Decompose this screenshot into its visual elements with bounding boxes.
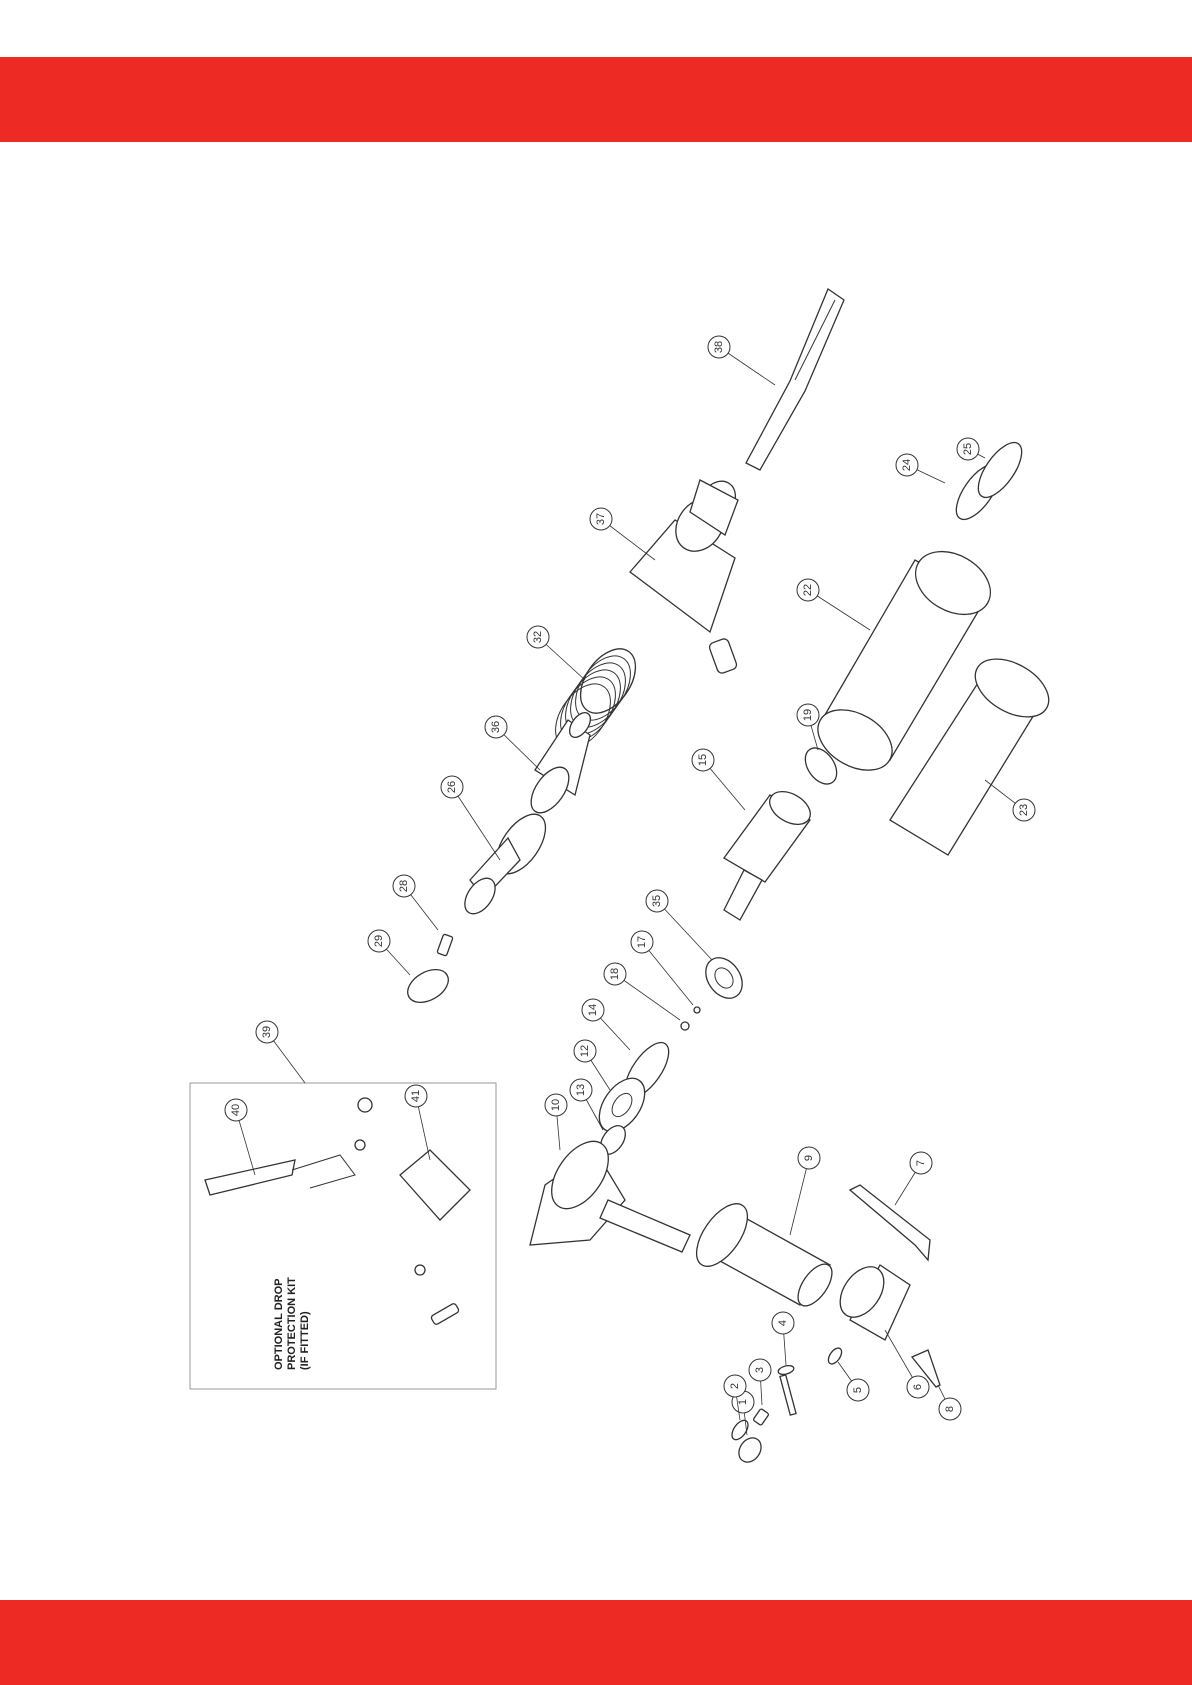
callout-19: 19 bbox=[797, 704, 819, 750]
callout-8: 8 bbox=[938, 1385, 961, 1420]
callout-29: 29 bbox=[368, 930, 410, 975]
callout-number: 25 bbox=[962, 443, 974, 455]
callout-number: 10 bbox=[550, 1099, 562, 1111]
drop-kit-box bbox=[190, 1083, 496, 1389]
callout-number: 14 bbox=[587, 1004, 599, 1016]
callout-number: 17 bbox=[636, 936, 648, 948]
callout-22: 22 bbox=[797, 579, 870, 630]
callout-number: 15 bbox=[697, 754, 709, 766]
part-3-spring bbox=[753, 1408, 769, 1425]
callout-number: 18 bbox=[609, 968, 621, 980]
drop-kit-label-line1: OPTIONAL DROP bbox=[273, 1279, 285, 1370]
callout-number: 5 bbox=[852, 1387, 864, 1393]
part-37-front-head bbox=[630, 474, 743, 674]
part-38-chisel bbox=[746, 289, 844, 470]
callout-number: 26 bbox=[446, 781, 458, 793]
part-29-ring bbox=[402, 963, 454, 1009]
callout-number: 7 bbox=[915, 1160, 927, 1166]
callout-number: 12 bbox=[579, 1045, 591, 1057]
part-17-ball bbox=[694, 1007, 700, 1013]
drop-kit-label-line2: PROTECTION KIT bbox=[286, 1277, 298, 1370]
part-7-latch bbox=[850, 1185, 930, 1260]
callout-number: 2 bbox=[729, 1383, 741, 1389]
callout-number: 22 bbox=[802, 584, 814, 596]
part-4-bolt bbox=[777, 1364, 796, 1415]
callout-number: 37 bbox=[595, 513, 607, 525]
callout-36: 36 bbox=[485, 716, 540, 770]
callout-37: 37 bbox=[590, 508, 655, 560]
part-40-lanyard bbox=[205, 1155, 355, 1195]
callout-40: 40 bbox=[225, 1099, 255, 1175]
callout-number: 4 bbox=[777, 1320, 789, 1326]
callout-leader bbox=[452, 787, 500, 860]
callout-leader bbox=[615, 974, 680, 1020]
callout-number: 6 bbox=[912, 1384, 924, 1390]
part-35-bush bbox=[698, 951, 749, 1005]
callout-41: 41 bbox=[405, 1085, 430, 1160]
part-6-valve-block bbox=[831, 1259, 910, 1340]
drop-kit-label-line3: (IF FITTED) bbox=[299, 1311, 311, 1370]
callout-number: 1 bbox=[737, 1399, 749, 1405]
drop-kit-label: OPTIONAL DROP PROTECTION KIT (IF FITTED) bbox=[273, 1277, 311, 1370]
callout-15: 15 bbox=[692, 749, 745, 810]
callout-number: 19 bbox=[802, 709, 814, 721]
part-9-handle bbox=[687, 1195, 839, 1311]
callout-number: 3 bbox=[754, 1367, 766, 1373]
callout-number: 29 bbox=[373, 935, 385, 947]
callout-17: 17 bbox=[631, 931, 693, 1005]
callout-28: 28 bbox=[393, 875, 438, 930]
callout-number: 24 bbox=[901, 459, 913, 471]
callout-35: 35 bbox=[646, 890, 712, 960]
callouts-layer: 1234567891012131415171819222324252628293… bbox=[225, 336, 1035, 1435]
callout-leader bbox=[790, 1158, 809, 1235]
part-18-spring bbox=[681, 1022, 689, 1030]
callout-number: 13 bbox=[575, 1084, 587, 1096]
callout-leader bbox=[657, 901, 712, 960]
callout-number: 36 bbox=[490, 721, 502, 733]
callout-4: 4 bbox=[772, 1312, 794, 1365]
callout-26: 26 bbox=[441, 776, 500, 860]
part-15-piston bbox=[724, 785, 816, 920]
callout-7: 7 bbox=[895, 1152, 932, 1205]
callout-leader bbox=[642, 942, 693, 1005]
callout-number: 41 bbox=[410, 1090, 422, 1102]
callout-number: 40 bbox=[230, 1104, 242, 1116]
callout-39: 39 bbox=[256, 1021, 305, 1083]
callout-23: 23 bbox=[985, 780, 1035, 821]
callout-10: 10 bbox=[545, 1094, 567, 1150]
part-28-pin bbox=[437, 934, 453, 956]
callout-24: 24 bbox=[896, 454, 945, 483]
callout-5: 5 bbox=[838, 1362, 869, 1401]
callout-number: 8 bbox=[944, 1406, 956, 1412]
callout-25: 25 bbox=[957, 438, 985, 460]
part-41-clamp bbox=[400, 1150, 470, 1220]
callout-18: 18 bbox=[604, 963, 680, 1020]
part-26-tool-holder bbox=[459, 806, 556, 919]
callout-number: 39 bbox=[261, 1026, 273, 1038]
callout-number: 35 bbox=[651, 895, 663, 907]
part-5-washer bbox=[826, 1346, 845, 1366]
callout-number: 28 bbox=[398, 880, 410, 892]
callout-number: 9 bbox=[803, 1155, 815, 1161]
callout-number: 32 bbox=[532, 631, 544, 643]
callout-13: 13 bbox=[570, 1079, 603, 1130]
callout-32: 32 bbox=[527, 626, 585, 680]
callout-number: 38 bbox=[713, 341, 725, 353]
callout-38: 38 bbox=[708, 336, 775, 385]
callout-number: 23 bbox=[1018, 804, 1030, 816]
callout-9: 9 bbox=[790, 1147, 820, 1235]
